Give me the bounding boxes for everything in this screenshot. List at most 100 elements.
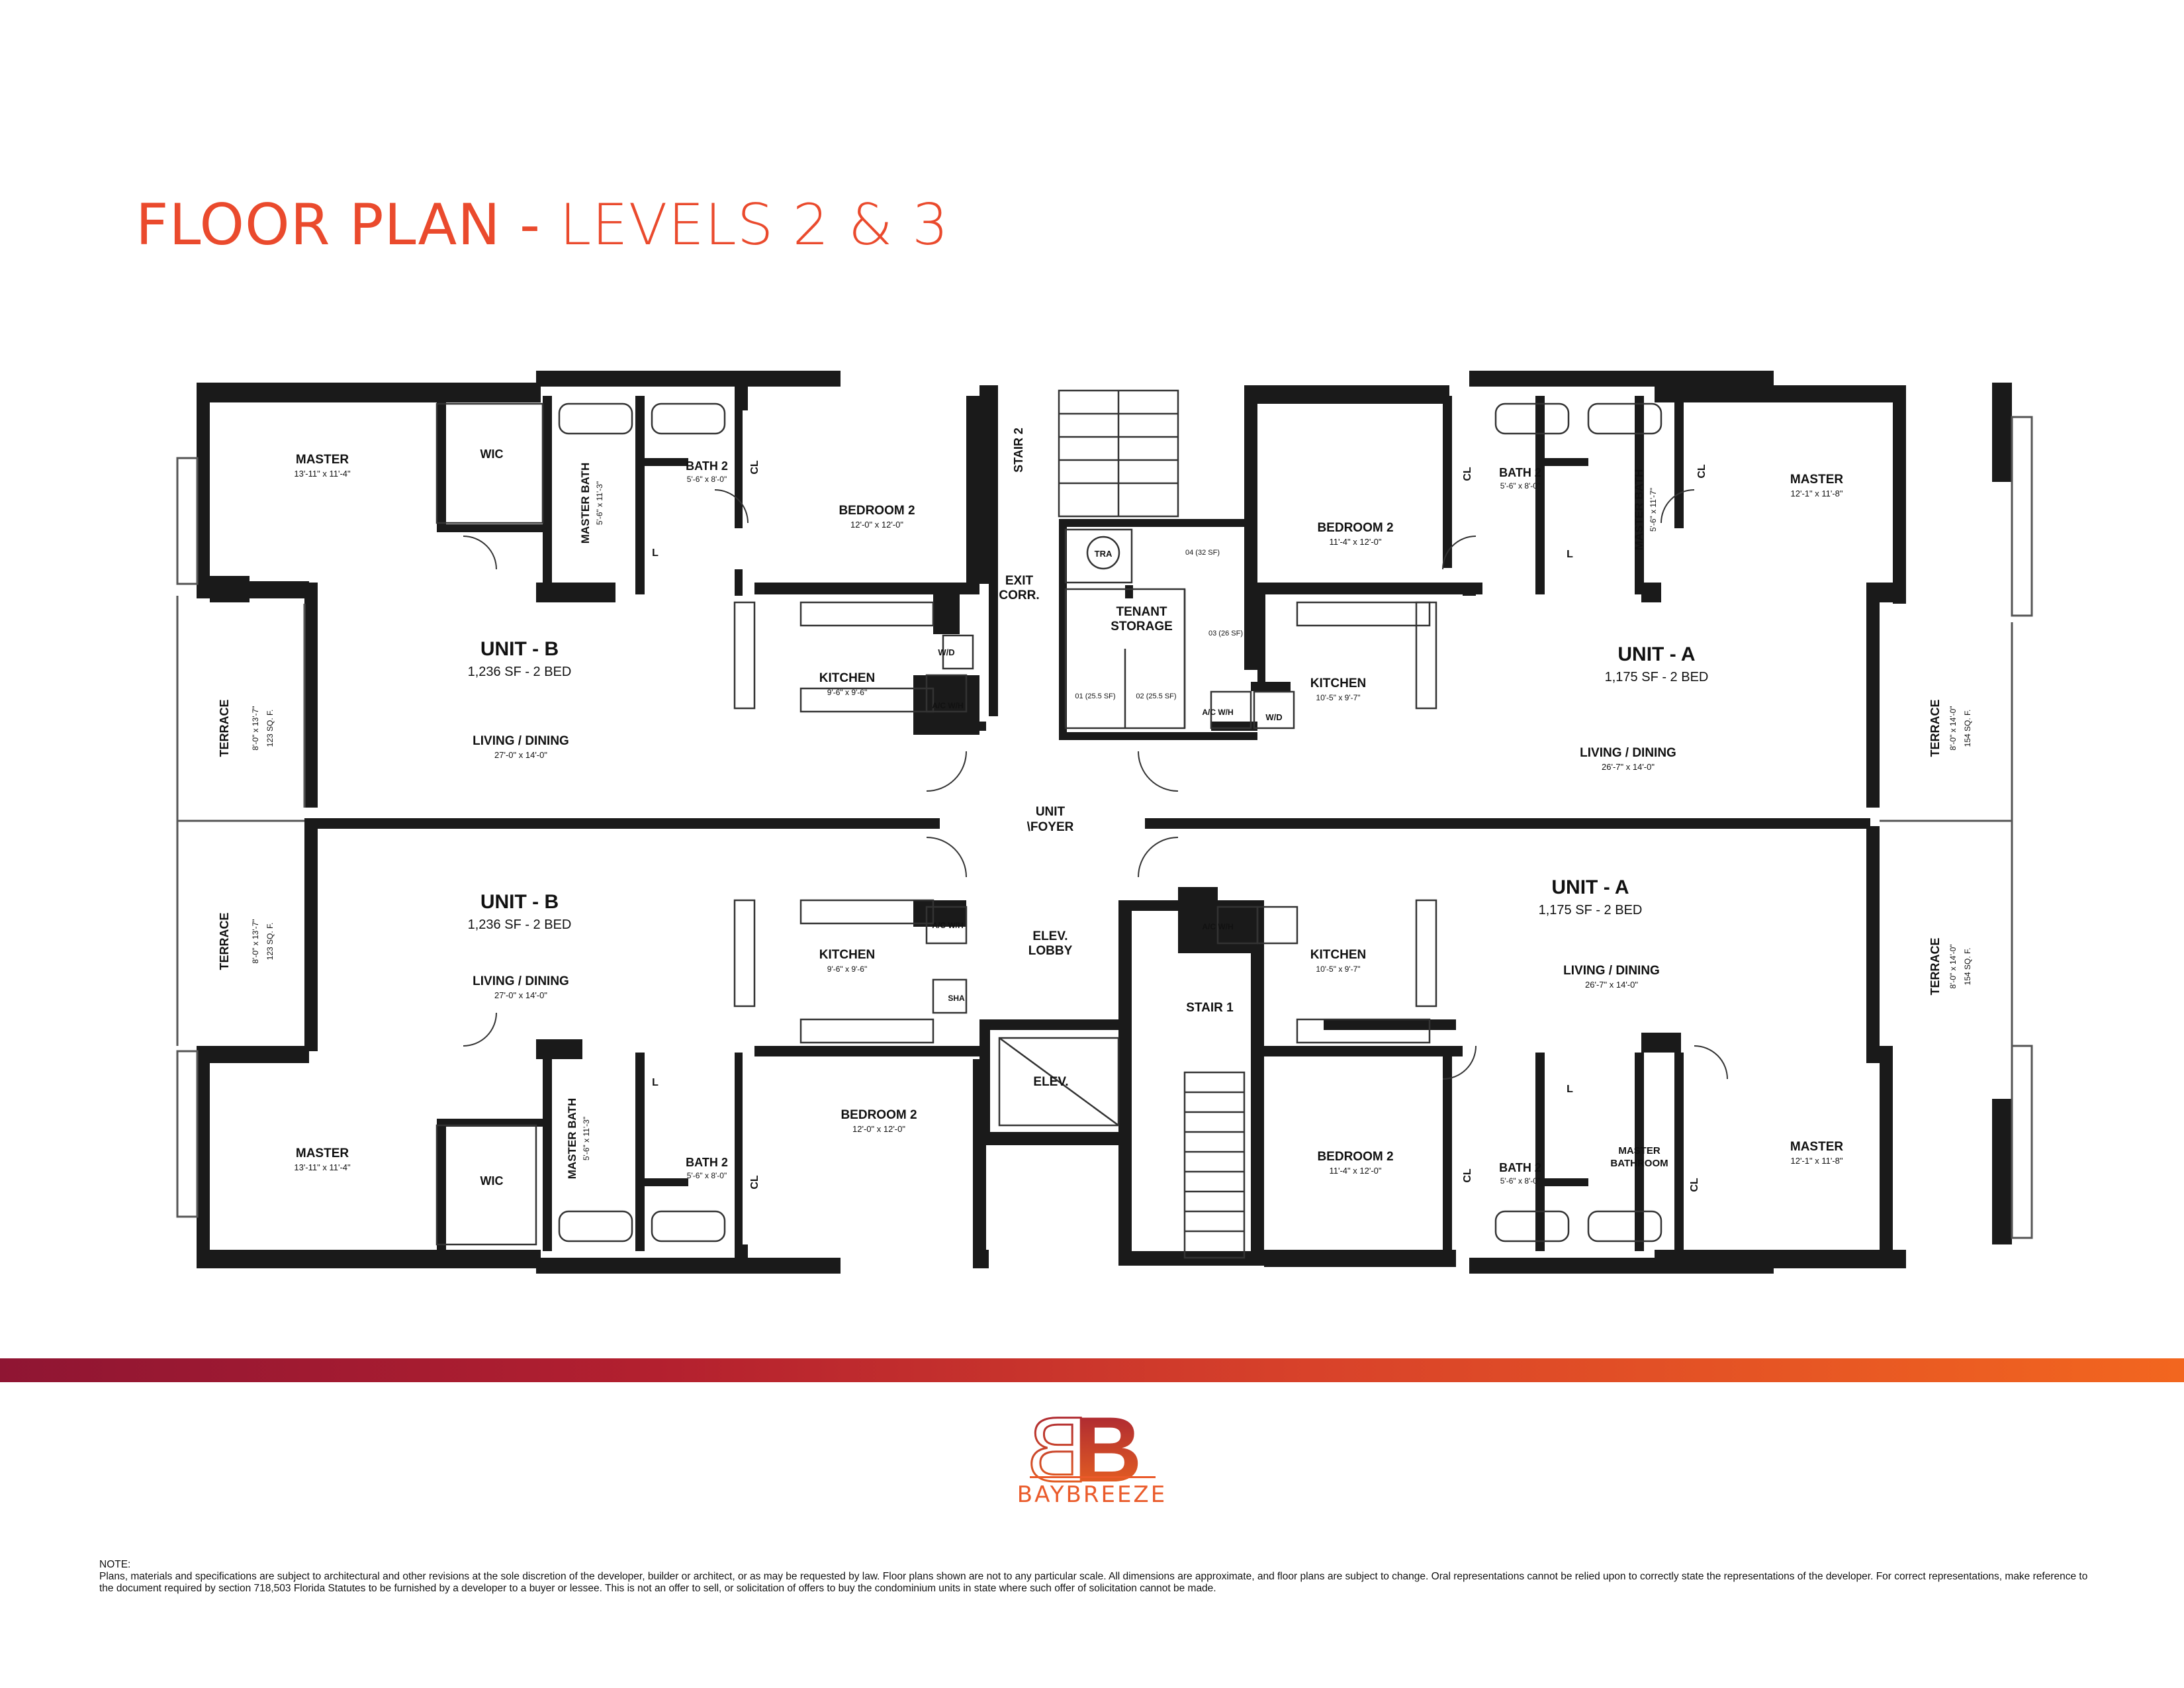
- lr-linen-label: L: [1567, 1084, 1573, 1095]
- lr-closet-bed-label: CL: [1462, 1168, 1473, 1183]
- ll-bath2-label: BATH 2: [686, 1156, 728, 1169]
- ul-master-bath-label: MASTER BATH: [579, 463, 592, 543]
- ll-terrace-dim: 8'-0" x 13'-7": [251, 919, 260, 963]
- ll-kitchen-dim: 9'-6" x 9'-6": [827, 964, 867, 974]
- ul-master-bath-dim: 5'-6" x 11'-3": [595, 481, 604, 525]
- ul-living-dim: 27'-0" x 14'-0": [494, 750, 547, 760]
- ul-unit-name: UNIT - B: [480, 638, 559, 660]
- ur-bath2-dim: 5'-6" x 8'-0": [1500, 481, 1540, 491]
- storage-04-label: 04 (32 SF): [1185, 549, 1220, 557]
- ul-washer-dryer-label: W/D: [938, 647, 954, 657]
- lr-unit-name: UNIT - A: [1551, 876, 1629, 898]
- unit-foyer-label-1: UNIT: [1036, 805, 1066, 819]
- ul-linen-label: L: [652, 547, 659, 559]
- ll-shaft-label: SHA: [948, 994, 965, 1003]
- ur-master-dim: 12'-1" x 11'-8": [1791, 489, 1843, 498]
- ur-terrace-label: TERRACE: [1929, 699, 1942, 757]
- ur-bedroom2-dim: 11'-4" x 12'-0": [1330, 537, 1382, 547]
- ul-master-label: MASTER: [296, 453, 349, 467]
- ul-bedroom2-label: BEDROOM 2: [839, 504, 915, 518]
- exit-corr-label-1: EXIT: [1005, 574, 1034, 588]
- terraces: [176, 416, 2033, 1239]
- lr-terrace-area: 154 SQ. F.: [1963, 948, 1972, 986]
- ur-terrace-area: 154 SQ. F.: [1963, 710, 1972, 747]
- ll-master-bath-label: MASTER BATH: [566, 1098, 578, 1179]
- ul-living-label: LIVING / DINING: [473, 734, 569, 748]
- logo-b: B: [1075, 1403, 1142, 1501]
- lr-closet-master-label: CL: [1689, 1178, 1700, 1192]
- ur-unit-name: UNIT - A: [1617, 643, 1695, 665]
- tenant-storage-label-2: STORAGE: [1111, 620, 1173, 633]
- ul-acwh-label: A/C W/H: [932, 701, 963, 710]
- ur-master-bath-label: MASTER BATH: [1633, 469, 1645, 550]
- ul-terrace-label: TERRACE: [218, 699, 231, 757]
- lr-kitchen-dim: 10'-5" x 9'-7": [1316, 964, 1360, 974]
- legal-note: NOTE: Plans, materials and specification…: [99, 1559, 2098, 1595]
- elev-lobby-label-2: LOBBY: [1028, 944, 1073, 958]
- storage-01-label: 01 (25.5 SF): [1075, 692, 1115, 700]
- ur-kitchen-label: KITCHEN: [1310, 677, 1366, 690]
- lr-bedroom2-label: BEDROOM 2: [1317, 1150, 1393, 1164]
- brand-rule: [1030, 1476, 1156, 1478]
- lr-bedroom2-dim: 11'-4" x 12'-0": [1330, 1166, 1382, 1176]
- lr-master-label: MASTER: [1790, 1140, 1844, 1154]
- ll-bedroom2-label: BEDROOM 2: [841, 1108, 917, 1122]
- ur-closet-bed-label: CL: [1462, 467, 1473, 481]
- trash-label: TRA: [1095, 549, 1113, 559]
- ur-linen-label: L: [1567, 549, 1573, 560]
- ur-closet-master-label: CL: [1696, 464, 1707, 479]
- ul-wic-label: WIC: [480, 447, 504, 461]
- lr-acwh-label: A/C W/H: [1202, 922, 1233, 931]
- ul-bath2-dim: 5'-6" x 8'-0": [687, 475, 727, 484]
- baybreeze-logo: B B: [1026, 1403, 1142, 1503]
- storage-03-label: 03 (26 SF): [1208, 630, 1243, 637]
- ur-living-dim: 26'-7" x 14'-0": [1602, 762, 1655, 772]
- ul-closet-label: CL: [749, 460, 760, 475]
- brand-name: BAYBREEZE: [1017, 1481, 1167, 1508]
- ul-terrace-area: 123 SQ. F.: [265, 710, 275, 747]
- lr-master-bath-label-2: BATHROOM: [1610, 1158, 1668, 1169]
- ll-wic-label: WIC: [480, 1174, 504, 1188]
- stair2-label: STAIR 2: [1012, 428, 1025, 473]
- doors: [463, 489, 1728, 1080]
- ll-master-bath-dim: 5'-6" x 11'-3": [582, 1117, 591, 1160]
- logo-mirrored-b: B: [1026, 1403, 1088, 1501]
- ur-master-bath-dim: 5'-6" x 11'-7": [1649, 488, 1658, 532]
- ll-kitchen-label: KITCHEN: [819, 948, 875, 962]
- lr-bath2-label: BATH 2: [1499, 1161, 1541, 1174]
- exit-corr-label-2: CORR.: [999, 588, 1039, 602]
- ul-bath2-label: BATH 2: [686, 459, 728, 473]
- ul-master-dim: 13'-11" x 11'-4": [294, 469, 351, 479]
- ur-unit-area: 1,175 SF - 2 BED: [1605, 670, 1709, 684]
- ul-bedroom2-dim: 12'-0" x 12'-0": [850, 520, 903, 530]
- note-heading: NOTE:: [99, 1559, 131, 1570]
- page-title: FLOOR PLAN - LEVELS 2 & 3: [136, 192, 949, 258]
- ur-washer-dryer-label: W/D: [1265, 712, 1282, 722]
- ur-master-label: MASTER: [1790, 473, 1844, 487]
- ll-acwh-label: A/C W/H: [932, 921, 963, 930]
- lr-terrace-dim: 8'-0" x 14'-0": [1948, 944, 1958, 988]
- lr-living-label: LIVING / DINING: [1563, 964, 1660, 978]
- elevator-label: ELEV.: [1033, 1075, 1068, 1089]
- footer-gradient-band: [0, 1358, 2184, 1382]
- ll-living-dim: 27'-0" x 14'-0": [494, 990, 547, 1000]
- ur-acwh-label: A/C W/H: [1202, 708, 1233, 717]
- lr-master-dim: 12'-1" x 11'-8": [1791, 1156, 1843, 1166]
- ur-bath2-label: BATH 2: [1499, 466, 1541, 479]
- ll-bath2-dim: 5'-6" x 8'-0": [687, 1171, 727, 1180]
- lr-living-dim: 26'-7" x 14'-0": [1585, 980, 1638, 990]
- ll-terrace-label: TERRACE: [218, 912, 231, 970]
- elev-lobby-label-1: ELEV.: [1032, 929, 1068, 943]
- ll-master-label: MASTER: [296, 1147, 349, 1160]
- ll-bedroom2-dim: 12'-0" x 12'-0": [852, 1124, 905, 1134]
- lr-master-bath-label-1: MASTER: [1618, 1145, 1661, 1156]
- ul-unit-area: 1,236 SF - 2 BED: [468, 665, 572, 679]
- lr-terrace-label: TERRACE: [1929, 937, 1942, 995]
- ll-unit-area: 1,236 SF - 2 BED: [468, 917, 572, 932]
- tenant-storage-label-1: TENANT: [1116, 605, 1167, 619]
- unit-foyer-label-2: \FOYER: [1027, 820, 1074, 834]
- lr-bath2-dim: 5'-6" x 8'-0": [1500, 1176, 1540, 1186]
- walls: [197, 371, 2012, 1274]
- stair1-label: STAIR 1: [1186, 1001, 1234, 1015]
